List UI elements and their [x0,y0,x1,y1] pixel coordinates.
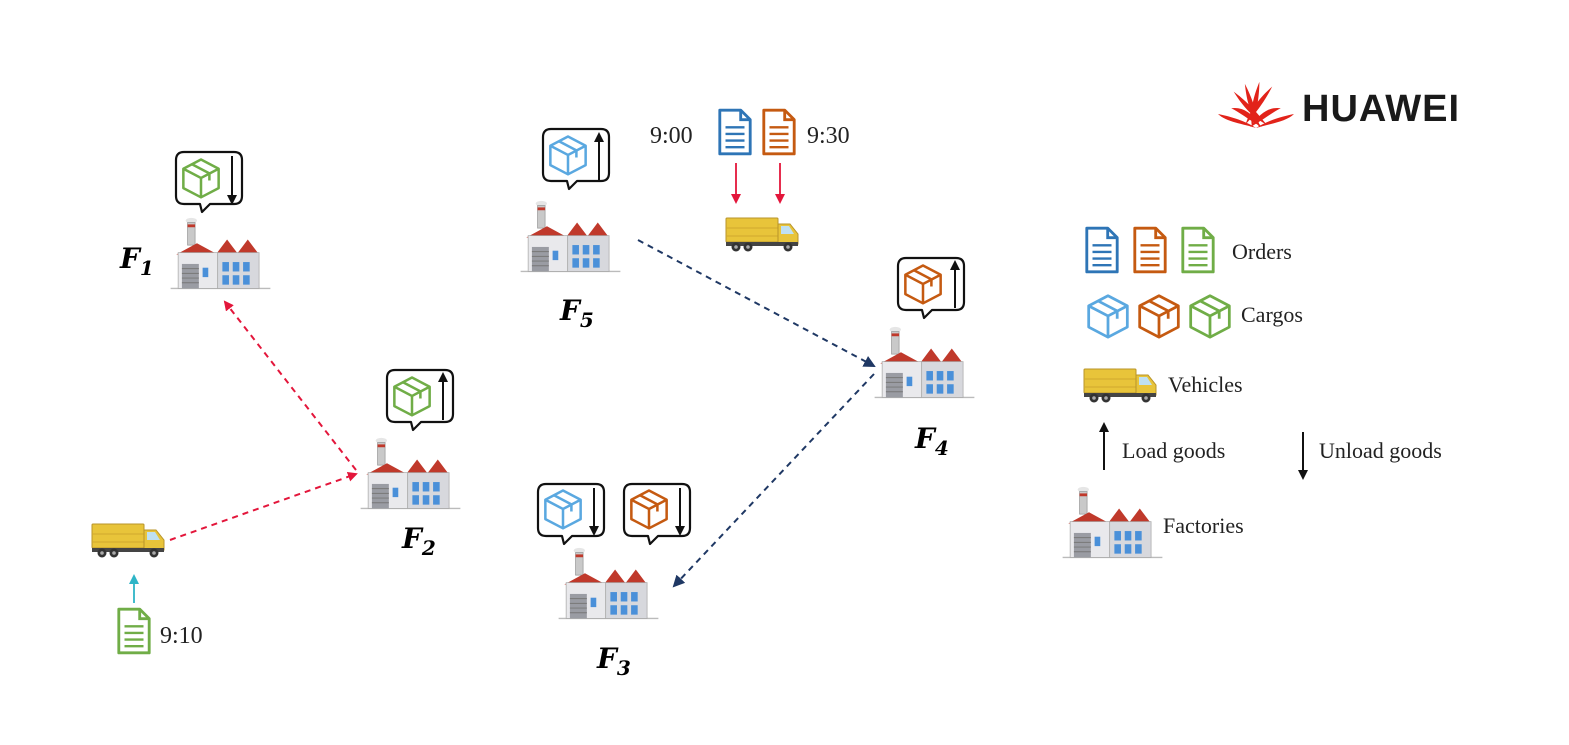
route-f5-to-f4 [637,239,876,367]
green-cargo-icon [1189,294,1231,339]
factory-label-f5: F5 [559,294,594,332]
factory-label-f3: F3 [596,642,631,680]
green-order-icon [1181,226,1215,274]
legend-orders-label: Orders [1232,239,1292,264]
legend-unload: Unload goods [1298,432,1442,480]
cargo-bubble-f3-orange [622,482,692,546]
green-cargo-icon [393,376,431,417]
blue-order-icon [718,108,752,156]
legend-load: Load goods [1099,422,1225,470]
truck-icon [725,217,799,252]
factory-f5: F5 [519,127,622,332]
orange-order-icon [1133,226,1167,274]
orange-order-icon [762,108,796,156]
legend-factories-label: Factories [1163,513,1244,538]
route-f2-to-f1 [223,300,357,471]
truck-icon [91,523,165,558]
factory-f2: F2 [359,368,462,560]
factory-icon [1061,486,1164,559]
order-time-green: 9:10 [160,623,203,649]
incoming-orders-top: 9:00 9:30 [650,108,850,252]
factory-f3: F3 [536,482,692,680]
factory-label-f2: F2 [401,522,436,560]
legend-cargos: Cargos [1087,294,1303,339]
brand-name: HUAWEI [1302,88,1460,130]
legend-load-label: Load goods [1122,438,1225,463]
route-truck-to-f2 [169,471,358,541]
cargo-bubble-f4 [896,256,966,320]
blue-order-icon [1085,226,1119,274]
legend-orders: Orders [1085,226,1292,274]
blue-cargo-icon [1087,294,1129,339]
incoming-order-left: 9:10 [91,523,203,655]
legend-vehicles-label: Vehicles [1168,372,1243,397]
orange-cargo-icon [904,264,942,305]
order-time-blue: 9:00 [650,123,693,149]
green-cargo-icon [182,158,220,199]
truck-icon [1083,368,1157,403]
factory-f1: F1 [119,150,272,290]
factory-label-f4: F4 [914,422,949,460]
green-order-icon [117,607,151,655]
cargo-bubble-f5 [541,127,611,191]
order-time-orange: 9:30 [807,123,850,149]
cargo-bubble-f1 [174,150,244,214]
orange-cargo-icon [630,489,668,530]
blue-cargo-icon [549,135,587,176]
orange-cargo-icon [1138,294,1180,339]
legend-factories: Factories [1061,486,1244,559]
legend-cargos-label: Cargos [1241,302,1303,327]
legend-vehicles: Vehicles [1083,368,1243,403]
cargo-bubble-f3-blue [536,482,606,546]
factory-label-f1: F1 [119,242,154,280]
huawei-petal-icon [1218,81,1294,128]
cargo-bubble-f2 [385,368,455,432]
blue-cargo-icon [544,489,582,530]
huawei-logo: HUAWEI [1218,81,1460,130]
route-f4-to-f3 [672,373,875,588]
legend: Orders Cargos Vehicles Load goods Unload… [1061,226,1442,559]
factory-f4: F4 [873,256,976,460]
legend-unload-label: Unload goods [1319,438,1442,463]
routes [169,239,876,588]
